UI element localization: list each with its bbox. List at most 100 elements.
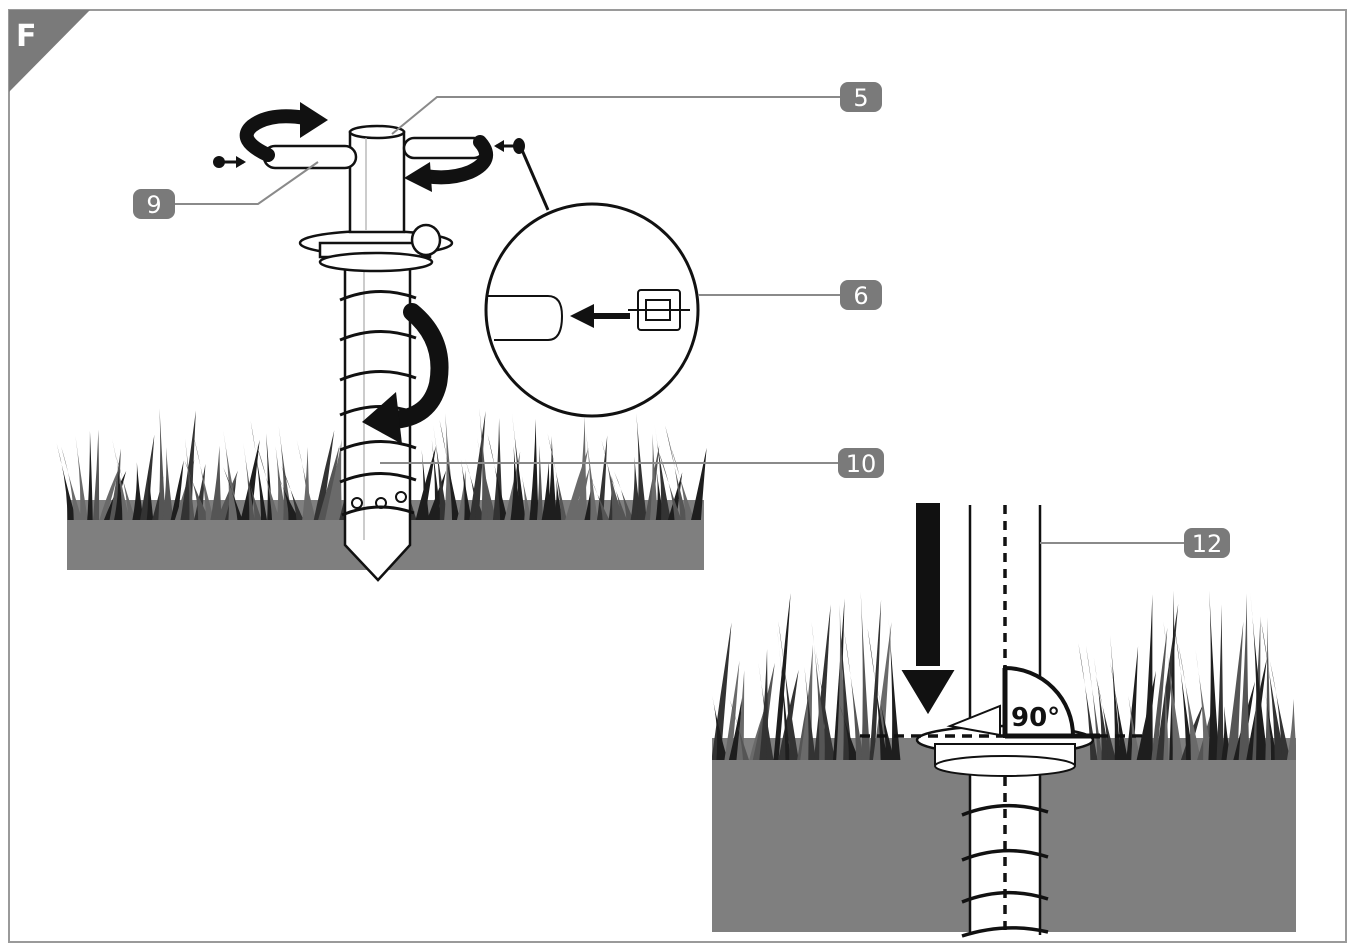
grass-blade <box>833 598 845 760</box>
grass-blade <box>536 445 544 520</box>
grass-blade <box>1269 661 1291 760</box>
grass-blade <box>601 440 624 520</box>
grass-blade <box>1078 643 1098 760</box>
grass-blade <box>521 476 532 520</box>
callout-10-label: 10 <box>846 450 877 478</box>
grass-blade <box>1156 604 1179 760</box>
grass-blade <box>1178 643 1202 760</box>
grass-blade <box>469 410 486 520</box>
grass-blade <box>216 470 238 520</box>
grass-blade <box>115 453 136 520</box>
right-grass <box>712 590 1296 760</box>
grass-blade <box>444 413 456 520</box>
grass-blade <box>277 474 300 520</box>
grass-blade <box>872 622 892 760</box>
grass-blade <box>553 479 563 520</box>
grass-blade <box>223 430 240 520</box>
grass-blade <box>1085 645 1103 760</box>
grass-blade <box>247 475 262 520</box>
callout-5: 5 <box>391 82 882 135</box>
grass-blade <box>813 604 831 760</box>
grass-blade <box>99 466 120 520</box>
grass-blade <box>460 459 472 520</box>
grass-blade <box>778 621 799 760</box>
grass-blade <box>180 410 196 520</box>
grass-blade <box>1250 591 1268 760</box>
grass-blade <box>1208 590 1220 760</box>
grass-blade <box>736 670 745 760</box>
grass-blade <box>256 444 280 520</box>
grass-blade <box>729 699 750 760</box>
grass-blade <box>541 461 551 520</box>
grass-blade <box>184 438 195 520</box>
grass-blade <box>476 438 497 520</box>
grass-blade <box>691 447 707 520</box>
grass-blade <box>240 439 260 520</box>
right-collar <box>915 704 1095 777</box>
callout-9-label: 9 <box>146 191 161 219</box>
grass-blade <box>330 439 342 520</box>
grass-blade <box>1261 621 1286 760</box>
grass-blade <box>877 687 895 760</box>
grass-blade <box>649 433 659 520</box>
grass-blade <box>421 449 430 520</box>
grass-blade <box>1226 621 1244 760</box>
grass-blade <box>547 436 557 520</box>
grass-blade <box>596 435 608 520</box>
grass-blade <box>318 445 340 520</box>
grass-blade <box>433 425 449 520</box>
grass-blade <box>869 599 882 760</box>
grass-blade <box>811 622 829 760</box>
grass-blade <box>867 628 888 760</box>
grass-blade <box>614 471 634 520</box>
upper-tube <box>348 124 406 234</box>
grass-blade <box>529 418 539 520</box>
grass-blade <box>654 421 671 520</box>
grass-blade <box>844 630 864 760</box>
left-scene <box>56 102 707 582</box>
grass-blade <box>1163 680 1169 760</box>
callout-9: 9 <box>133 161 319 219</box>
grass-blade <box>479 407 491 520</box>
grass-blade <box>278 426 293 520</box>
grass-blade <box>585 432 598 520</box>
grass-blade <box>193 436 215 520</box>
grass-blade <box>250 420 267 520</box>
grass-blade <box>92 429 100 520</box>
callout-12-label: 12 <box>1192 530 1223 558</box>
grass-blade <box>75 435 88 520</box>
spiral-coil <box>339 289 417 517</box>
grass-blade <box>815 650 836 760</box>
grass-blade <box>860 591 871 760</box>
grass-blade <box>1110 661 1129 760</box>
grass-blade <box>724 660 740 760</box>
rotate-arrow-auger-icon <box>362 303 449 444</box>
grass-blade <box>140 434 155 520</box>
grass-blade <box>87 430 93 520</box>
grass-blade <box>667 472 683 520</box>
grass-blade <box>658 450 682 520</box>
grass-blade <box>184 459 210 520</box>
pin-right-icon <box>494 138 525 154</box>
callout-6-label: 6 <box>853 282 868 310</box>
callout-12: 12 <box>1040 528 1230 558</box>
grass-blade <box>1143 594 1153 760</box>
grass-blade <box>1216 604 1224 760</box>
grass-blade <box>431 439 442 520</box>
grass-blade <box>547 433 567 520</box>
grass-blade <box>636 413 647 520</box>
grass-blade <box>590 478 610 520</box>
grass-blade <box>777 631 791 760</box>
grass-blade <box>1093 657 1111 760</box>
grass-blade <box>56 443 77 520</box>
grass-blade <box>1163 621 1184 760</box>
grass-blade <box>465 459 485 520</box>
grass-blade <box>296 440 316 520</box>
angle-label: 90° <box>1011 703 1060 733</box>
callout-10: 10 <box>380 448 884 478</box>
grass-blade <box>670 446 695 520</box>
grass-blade <box>210 445 222 520</box>
grass-blade <box>146 469 154 520</box>
grass-blade <box>112 438 130 520</box>
